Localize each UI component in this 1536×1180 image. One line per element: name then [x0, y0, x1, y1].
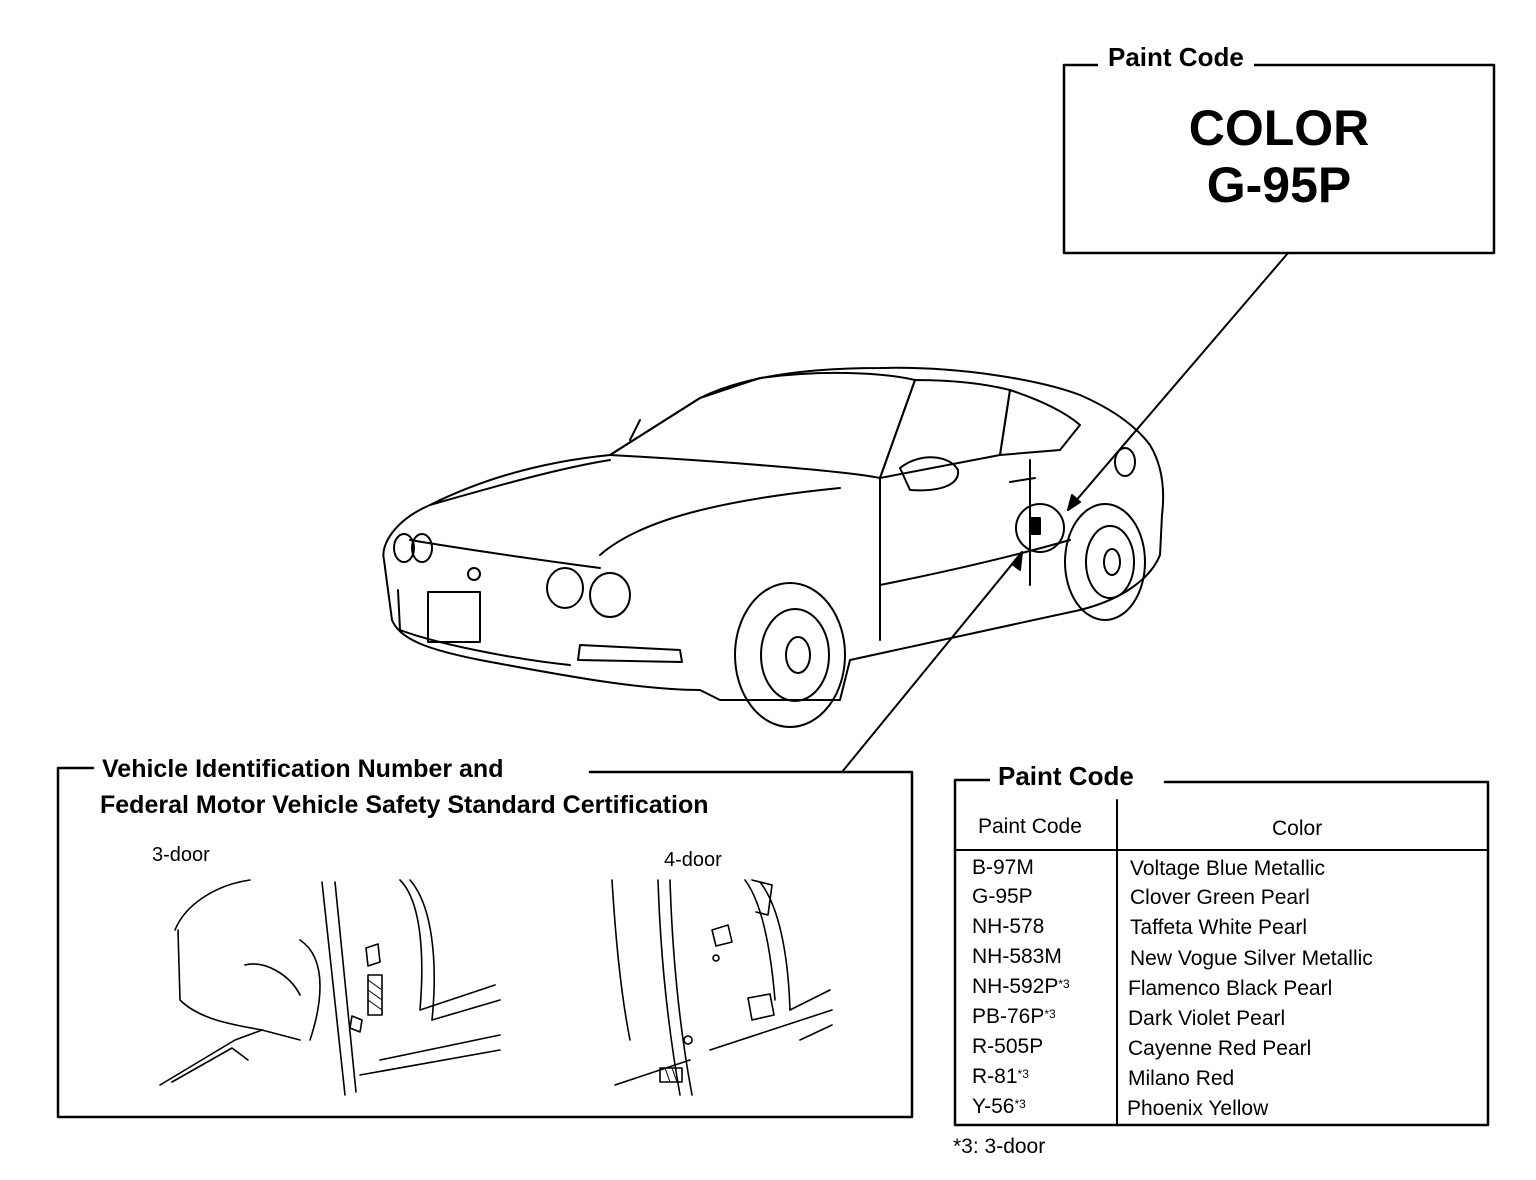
leader-lines: [841, 252, 1289, 773]
vin-box-title-line2: Federal Motor Vehicle Safety Standard Ce…: [96, 793, 713, 818]
table-row-color: Voltage Blue Metallic: [1130, 857, 1325, 880]
table-row-code: NH-592P*3: [972, 975, 1070, 998]
table-row-code: PB-76P*3: [972, 1005, 1056, 1028]
paint-code-callout-box: [1062, 63, 1496, 255]
vin-box-title-line1: Vehicle Identification Number and: [96, 757, 510, 782]
table-row-code: NH-583M: [972, 945, 1062, 968]
paint-table-header-code: Paint Code: [978, 815, 1082, 838]
table-row-color: Phoenix Yellow: [1127, 1097, 1269, 1120]
three-door-label: 3-door: [152, 844, 210, 866]
table-row-color: Clover Green Pearl: [1130, 886, 1310, 909]
vin-box: [56, 766, 914, 1119]
table-row-color: Dark Violet Pearl: [1128, 1007, 1286, 1030]
four-door-label: 4-door: [664, 849, 722, 871]
car-illustration: [382, 366, 1165, 728]
paint-table-label: Paint Code: [990, 763, 1142, 789]
table-row-code: G-95P: [972, 885, 1033, 908]
color-code-value: G-95P: [1206, 157, 1352, 213]
table-row-code: Y-56*3: [972, 1095, 1026, 1118]
paint-table-footnote: *3: 3-door: [953, 1135, 1046, 1158]
table-row-code: R-505P: [972, 1035, 1044, 1058]
table-row-color: Taffeta White Pearl: [1130, 916, 1308, 939]
table-row-color: Milano Red: [1128, 1067, 1235, 1090]
table-row-code: NH-578: [972, 915, 1045, 938]
paint-table-frame: [953, 778, 1490, 1127]
table-row-color: New Vogue Silver Metallic: [1130, 947, 1373, 970]
paint-code-callout-label: Paint Code: [1098, 44, 1254, 70]
color-word: COLOR: [1188, 100, 1370, 156]
table-row-color: Cayenne Red Pearl: [1128, 1037, 1312, 1060]
four-door-sketch: [611, 879, 833, 1096]
table-row-code: R-81*3: [972, 1065, 1029, 1088]
table-row-code: B-97M: [972, 856, 1034, 879]
paint-table-header-color: Color: [1272, 817, 1323, 840]
three-door-sketch: [159, 879, 501, 1096]
table-row-color: Flamenco Black Pearl: [1128, 977, 1333, 1000]
